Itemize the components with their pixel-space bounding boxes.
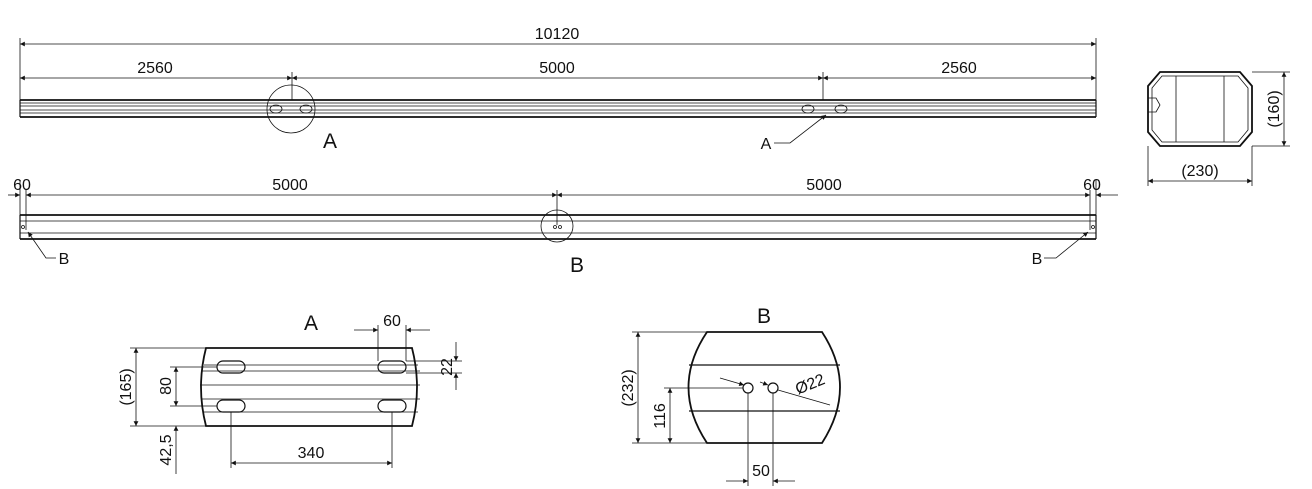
- section-width: (230): [1181, 163, 1218, 180]
- section-view: (160) (230): [1147, 71, 1290, 186]
- detail-b-title: B: [757, 305, 771, 328]
- detail-a-edge-offset: 42,5: [158, 434, 175, 465]
- dim-right-segment: 2560: [941, 60, 977, 77]
- detail-b-hole-diameter: Ø22: [793, 371, 828, 398]
- top-view: 10120 2560 5000 2560 A A: [19, 26, 1097, 153]
- dim-left-end: 60: [13, 177, 31, 194]
- detail-a-slot-spacing: 80: [158, 377, 175, 395]
- side-view-beam: [19, 214, 1097, 240]
- detail-b-hole-height: 116: [652, 403, 669, 429]
- detail-b: B Ø22 (232) 116 50: [620, 305, 841, 486]
- detail-a-slot-length: 60: [383, 313, 401, 330]
- detail-b-circle: [540, 209, 574, 243]
- detail-a-slot-pitch: 340: [298, 445, 325, 462]
- leader-b-left: B: [59, 251, 70, 268]
- side-view: 60 5000 5000 60 B B B: [8, 177, 1118, 277]
- top-view-beam: [19, 99, 1097, 118]
- detail-a-callout: A: [323, 130, 337, 153]
- dim-left-span: 5000: [272, 177, 308, 194]
- section-height: (160): [1266, 90, 1283, 127]
- leader-b-right: B: [1032, 251, 1043, 268]
- dim-right-end: 60: [1083, 177, 1101, 194]
- leader-a-label: A: [761, 136, 772, 153]
- detail-b-hole-spacing: 50: [752, 463, 770, 480]
- detail-b-overall-height: (232): [620, 369, 637, 406]
- hole-left: [742, 382, 754, 394]
- dim-middle-segment: 5000: [539, 60, 575, 77]
- dim-left-segment: 2560: [137, 60, 173, 77]
- detail-a-overall-height: (165): [118, 368, 135, 405]
- detail-a-title: A: [304, 312, 318, 335]
- dim-right-span: 5000: [806, 177, 842, 194]
- detail-a-circle: [266, 84, 316, 134]
- hole-right: [767, 382, 779, 394]
- dim-overall-length: 10120: [535, 26, 580, 43]
- detail-b-callout: B: [570, 254, 584, 277]
- detail-a-slot-width: 22: [439, 358, 456, 376]
- detail-a: A 60 22 (165) 80: [118, 312, 462, 474]
